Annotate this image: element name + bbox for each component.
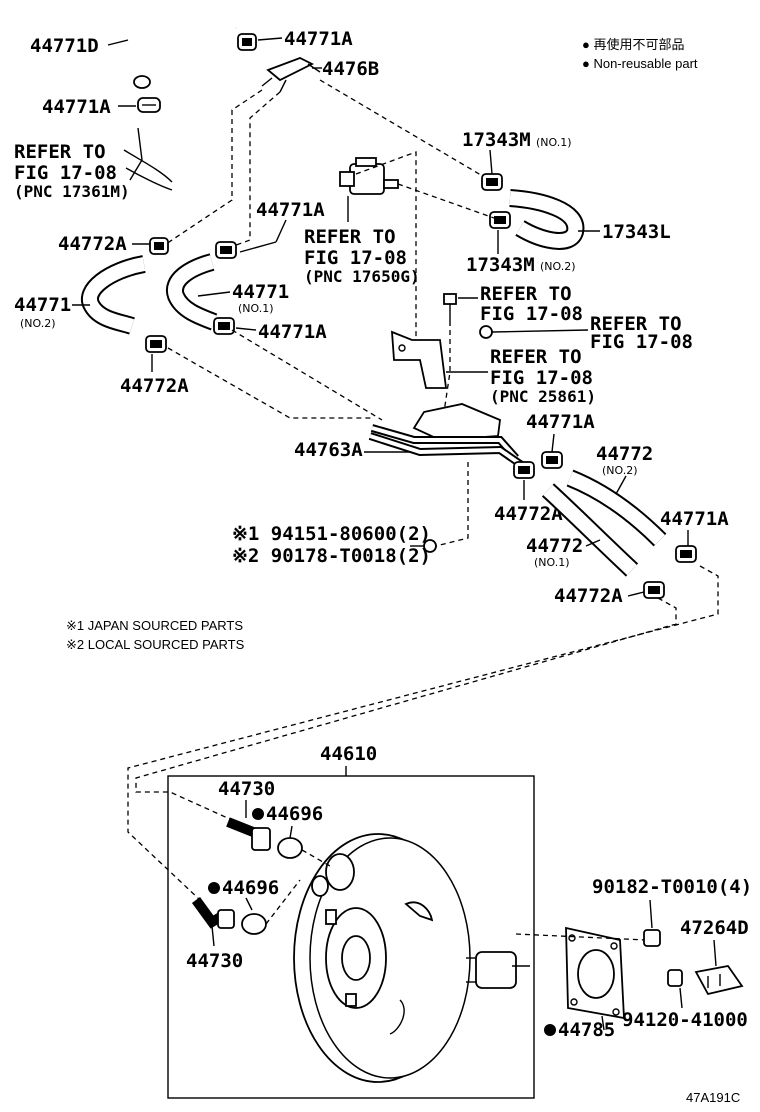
hose-44771-no1 — [166, 253, 218, 331]
bolt-ref-fig-17-08 — [443, 293, 457, 326]
hose-44771-no2 — [81, 255, 146, 335]
bolt-94120 — [667, 969, 683, 987]
refer-nut-line2: FIG 17-08 — [590, 331, 693, 353]
refer-bolt-line1: REFER TO — [480, 283, 572, 305]
non-reusable-mark-44696-b — [208, 882, 220, 894]
legend-non-reusable-jp: ● 再使用不可部品 — [582, 37, 684, 52]
check-valve-ref-17361m — [123, 127, 173, 191]
label-44771a-mid: 44771A — [256, 199, 325, 221]
figure-code: 47A191C — [686, 1090, 740, 1105]
bracket-ref-25861 — [390, 330, 448, 389]
label-44771-no1-sub: (NO.1) — [238, 302, 274, 315]
joint-4476b — [261, 57, 321, 93]
refer-17361m-line1: REFER TO — [14, 141, 106, 163]
label-4476b: 4476B — [322, 58, 379, 80]
label-90178-t0018: ※2 90178-T0018(2) — [232, 545, 431, 567]
label-44771a-r1: 44771A — [526, 411, 595, 433]
clamp-44771a-r1 — [541, 451, 563, 469]
clamp-44772a-left2 — [145, 335, 167, 353]
label-94120-41000: 94120-41000 — [622, 1009, 748, 1031]
label-44772a-left2: 44772A — [120, 375, 189, 397]
bracket-47264d — [694, 965, 744, 996]
label-44763a: 44763A — [294, 439, 363, 461]
label-44771-no2: 44771 — [14, 294, 71, 316]
grommet-44696-b — [241, 913, 267, 935]
note-japan-sourced: ※1 JAPAN SOURCED PARTS — [66, 618, 243, 633]
label-17343m-no2: 17343M — [466, 254, 535, 276]
non-reusable-mark-44785 — [544, 1024, 556, 1036]
label-44696-b: 44696 — [222, 877, 279, 899]
label-17343m-no2-sub: (NO.2) — [540, 260, 576, 273]
refer-17650g-line1: REFER TO — [304, 226, 396, 248]
clamp-44771a-top — [237, 33, 257, 51]
refer-17650g-line3: (PNC 17650G) — [304, 267, 420, 286]
label-94151-80600: ※1 94151-80600(2) — [232, 523, 431, 545]
label-44610: 44610 — [320, 743, 377, 765]
gasket-44785 — [565, 926, 625, 1020]
label-44772a-r1: 44772A — [494, 503, 563, 525]
label-44772a-r2: 44772A — [554, 585, 623, 607]
pipe-44763a — [368, 403, 529, 472]
label-44772a-left: 44772A — [58, 233, 127, 255]
clamp-44772a-r2 — [643, 581, 665, 599]
refer-nut-line1: REFER TO — [590, 313, 682, 335]
nut-ref-fig-17-08 — [479, 325, 493, 339]
clamp-44771a-mid2 — [213, 317, 235, 335]
label-44771a-left: 44771A — [42, 96, 111, 118]
label-90182-t0010: 90182-T0010(4) — [592, 876, 752, 898]
label-44696-a: 44696 — [266, 803, 323, 825]
clamp-44771a-r2 — [675, 545, 697, 563]
hose-44772-no1 — [541, 483, 639, 577]
label-17343l: 17343L — [602, 221, 671, 243]
label-44771d: 44771D — [30, 35, 99, 57]
label-44771a-mid2: 44771A — [258, 321, 327, 343]
label-44772-no2-sub: (NO.2) — [602, 464, 638, 477]
label-44771a-top: 44771A — [284, 28, 353, 50]
label-44771-no1: 44771 — [232, 281, 289, 303]
fitting-44730-a — [226, 817, 271, 851]
vsv-ref-17650g — [339, 157, 399, 195]
legend-non-reusable-en: ● Non-reusable part — [582, 56, 698, 71]
label-17343m-no1-sub: (NO.1) — [536, 136, 572, 149]
label-17343m-no1: 17343M — [462, 129, 531, 151]
label-44730-b: 44730 — [186, 950, 243, 972]
refer-17361m-line2: FIG 17-08 — [14, 162, 117, 184]
clamp-17343m-no2 — [489, 211, 511, 229]
note-local-sourced: ※2 LOCAL SOURCED PARTS — [66, 637, 245, 652]
refer-bolt-line2: FIG 17-08 — [480, 303, 583, 325]
refer-25861-line1: REFER TO — [490, 346, 582, 368]
clamp-44772a-left — [149, 237, 169, 255]
label-44785: 44785 — [558, 1019, 615, 1041]
label-44772-no1-sub: (NO.1) — [534, 556, 570, 569]
brake-booster-44610 — [293, 833, 530, 1083]
refer-17361m-line3: (PNC 17361M) — [14, 182, 130, 201]
clamp-44771a-mid — [215, 241, 237, 259]
refer-25861-line3: (PNC 25861) — [490, 387, 596, 406]
label-44730-a: 44730 — [218, 778, 275, 800]
refer-25861-line2: FIG 17-08 — [490, 367, 593, 389]
hose-44771d — [127, 21, 239, 89]
non-reusable-mark-44696-a — [252, 808, 264, 820]
label-47264d: 47264D — [680, 917, 749, 939]
label-44772-no2: 44772 — [596, 443, 653, 465]
label-44772-no1: 44772 — [526, 535, 583, 557]
clamp-44771a-left — [137, 97, 161, 113]
label-44771-no2-sub: (NO.2) — [20, 317, 56, 330]
nut-90182 — [643, 929, 661, 947]
booster-assembly-box — [167, 775, 535, 1099]
clamp-17343m-no1 — [481, 173, 503, 191]
clamp-44772a-r1 — [513, 461, 535, 479]
label-44771a-r2: 44771A — [660, 508, 729, 530]
hose-44772-no2 — [566, 469, 667, 547]
grommet-44696-a — [277, 837, 303, 859]
refer-17650g-line2: FIG 17-08 — [304, 247, 407, 269]
hose-17343l — [509, 189, 585, 250]
fitting-44730-b — [191, 897, 235, 929]
